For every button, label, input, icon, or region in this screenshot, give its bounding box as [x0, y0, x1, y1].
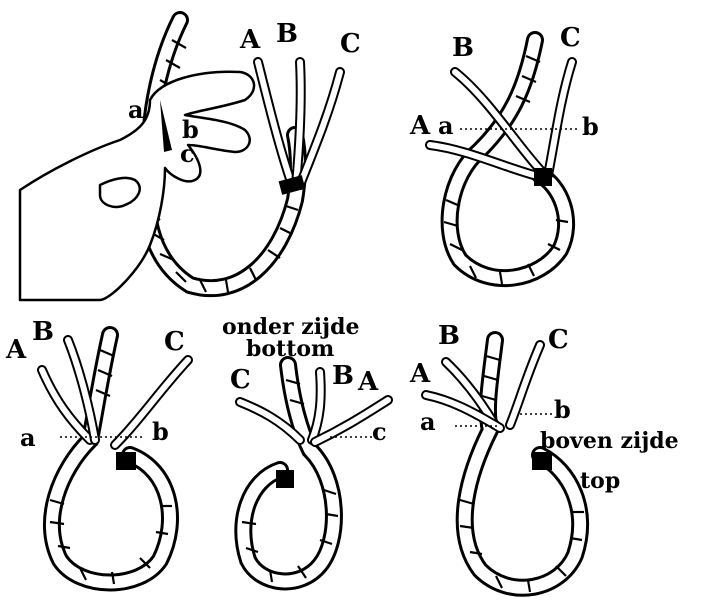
panel-3-label-C: C	[164, 327, 185, 357]
panel-4-label-C: C	[230, 365, 251, 395]
panel-1-label-c: c	[180, 139, 195, 168]
panel-4-caption-bottom: bottom	[246, 336, 334, 362]
panel-4-label-B: B	[332, 361, 354, 391]
panel-5-caption-top: top	[580, 468, 620, 494]
panel-4-label-c: c	[372, 417, 387, 446]
panel-5-label-a: a	[420, 407, 436, 436]
panel-2-label-C: C	[560, 23, 581, 53]
panel-5-caption-boven-zijde: boven zijde	[540, 428, 679, 454]
panel-5-label-C: C	[548, 325, 569, 355]
panel-2-label-A: A	[409, 111, 431, 141]
panel-3-label-b: b	[152, 417, 169, 446]
panel-3-label-a: a	[20, 423, 36, 452]
panel-5-label-B: B	[438, 321, 460, 351]
panel-4-underside-view	[240, 365, 388, 582]
panel-2-first-tuck	[430, 40, 580, 284]
panel-3-label-A: A	[5, 335, 27, 365]
panel-3-strands-open	[42, 335, 188, 584]
panel-3-label-B: B	[32, 317, 54, 347]
panel-1-label-A: A	[239, 25, 261, 55]
panel-1-label-a: a	[128, 95, 144, 124]
panel-4-label-A: A	[357, 367, 379, 397]
panel-2-label-B: B	[452, 33, 474, 63]
panel-2-label-b: b	[582, 112, 599, 141]
panel-5-label-A: A	[409, 359, 431, 389]
panel-5-label-b: b	[554, 395, 571, 424]
panel-1-label-B: B	[276, 19, 298, 49]
panel-5-topside-view	[426, 340, 584, 592]
panel-2-label-a: a	[438, 111, 454, 140]
panel-1-label-C: C	[340, 29, 361, 59]
